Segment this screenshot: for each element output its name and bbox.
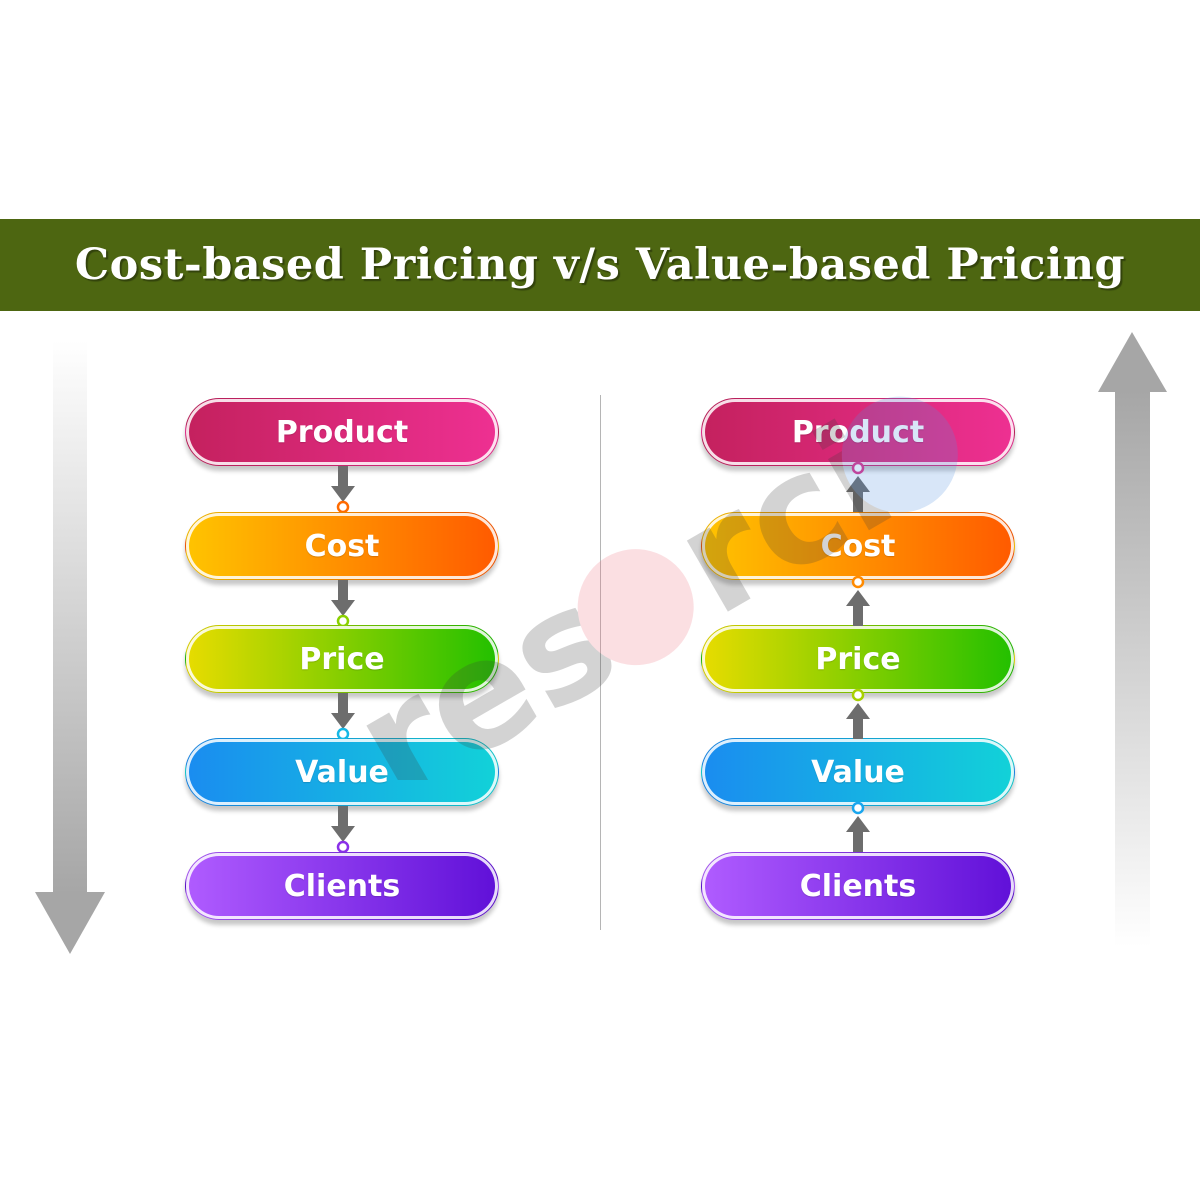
down-arrow-icon [35, 340, 105, 954]
title-banner: Cost-based Pricing v/s Value-based Prici… [0, 219, 1200, 311]
up-connector-icon [846, 688, 870, 739]
left-step-value: Value [185, 738, 499, 806]
step-label: Price [815, 641, 901, 677]
right-step-cost: Cost [701, 512, 1015, 580]
down-connector-icon [331, 466, 355, 512]
right-step-clients: Clients [701, 852, 1015, 920]
step-label: Cost [820, 528, 896, 564]
up-connector-icon [846, 461, 870, 512]
right-step-price: Price [701, 625, 1015, 693]
step-label: Value [811, 754, 905, 790]
up-connector-icon [846, 575, 870, 626]
column-divider [600, 395, 601, 930]
step-label: Clients [799, 868, 917, 904]
left-step-cost: Cost [185, 512, 499, 580]
down-connector-icon [331, 693, 355, 739]
step-label: Product [275, 414, 409, 450]
right-step-value: Value [701, 738, 1015, 806]
down-connector-icon [331, 806, 355, 852]
step-label: Price [299, 641, 385, 677]
left-step-price: Price [185, 625, 499, 693]
step-label: Product [791, 414, 925, 450]
down-connector-icon [331, 580, 355, 626]
right-step-product: Product [701, 398, 1015, 466]
step-label: Clients [283, 868, 401, 904]
up-arrow-icon [1098, 332, 1167, 947]
step-label: Cost [304, 528, 380, 564]
step-label: Value [295, 754, 389, 790]
up-connector-icon [846, 801, 870, 852]
left-step-product: Product [185, 398, 499, 466]
left-step-clients: Clients [185, 852, 499, 920]
page-title: Cost-based Pricing v/s Value-based Prici… [74, 240, 1126, 290]
